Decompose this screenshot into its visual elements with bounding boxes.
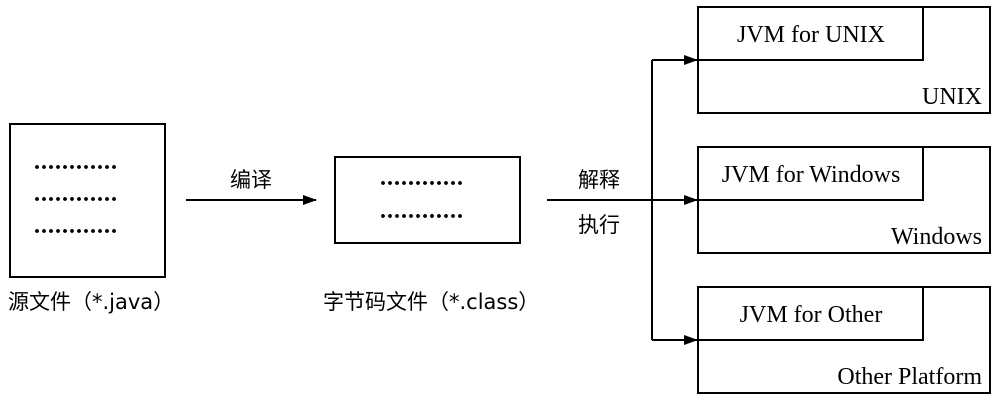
interpret-edge: 解释 执行	[547, 55, 698, 345]
source-file-caption: 源文件（*.java）	[8, 290, 174, 314]
bytecode-file-caption: 字节码文件（*.class）	[323, 290, 539, 314]
jvm-windows-label: JVM for Windows	[722, 162, 901, 188]
platform-windows-label: Windows	[891, 224, 982, 250]
source-file-box	[9, 123, 166, 278]
source-dots-3: ............	[34, 213, 118, 239]
jvm-unix-box	[697, 6, 924, 61]
jvm-other-label: JVM for Other	[740, 302, 883, 328]
compile-edge: 编译	[186, 168, 317, 205]
platform-other-label: Other Platform	[837, 364, 982, 390]
jvm-windows-box	[697, 146, 924, 201]
interpret-label-line1: 解释	[578, 168, 620, 192]
jvm-other-box	[697, 286, 924, 341]
bytecode-file-box	[334, 156, 521, 244]
bytecode-file-node: ............ ............ 字节码文件（*.class）	[323, 156, 539, 314]
platform-unix-label: UNIX	[922, 84, 982, 110]
interpret-label-line2: 执行	[578, 213, 620, 237]
platform-other-node: JVM for Other Other Platform	[697, 286, 991, 394]
source-file-node: ............ ............ ............ 源…	[8, 123, 174, 314]
source-dots-1: ............	[34, 149, 118, 175]
compile-label: 编译	[230, 168, 272, 192]
platform-unix-node: JVM for UNIX UNIX	[697, 6, 991, 114]
bytecode-dots-2: ............	[380, 198, 464, 224]
bytecode-dots-1: ............	[380, 165, 464, 191]
platform-windows-node: JVM for Windows Windows	[697, 146, 991, 254]
jvm-unix-label: JVM for UNIX	[737, 22, 885, 48]
source-dots-2: ............	[34, 181, 118, 207]
